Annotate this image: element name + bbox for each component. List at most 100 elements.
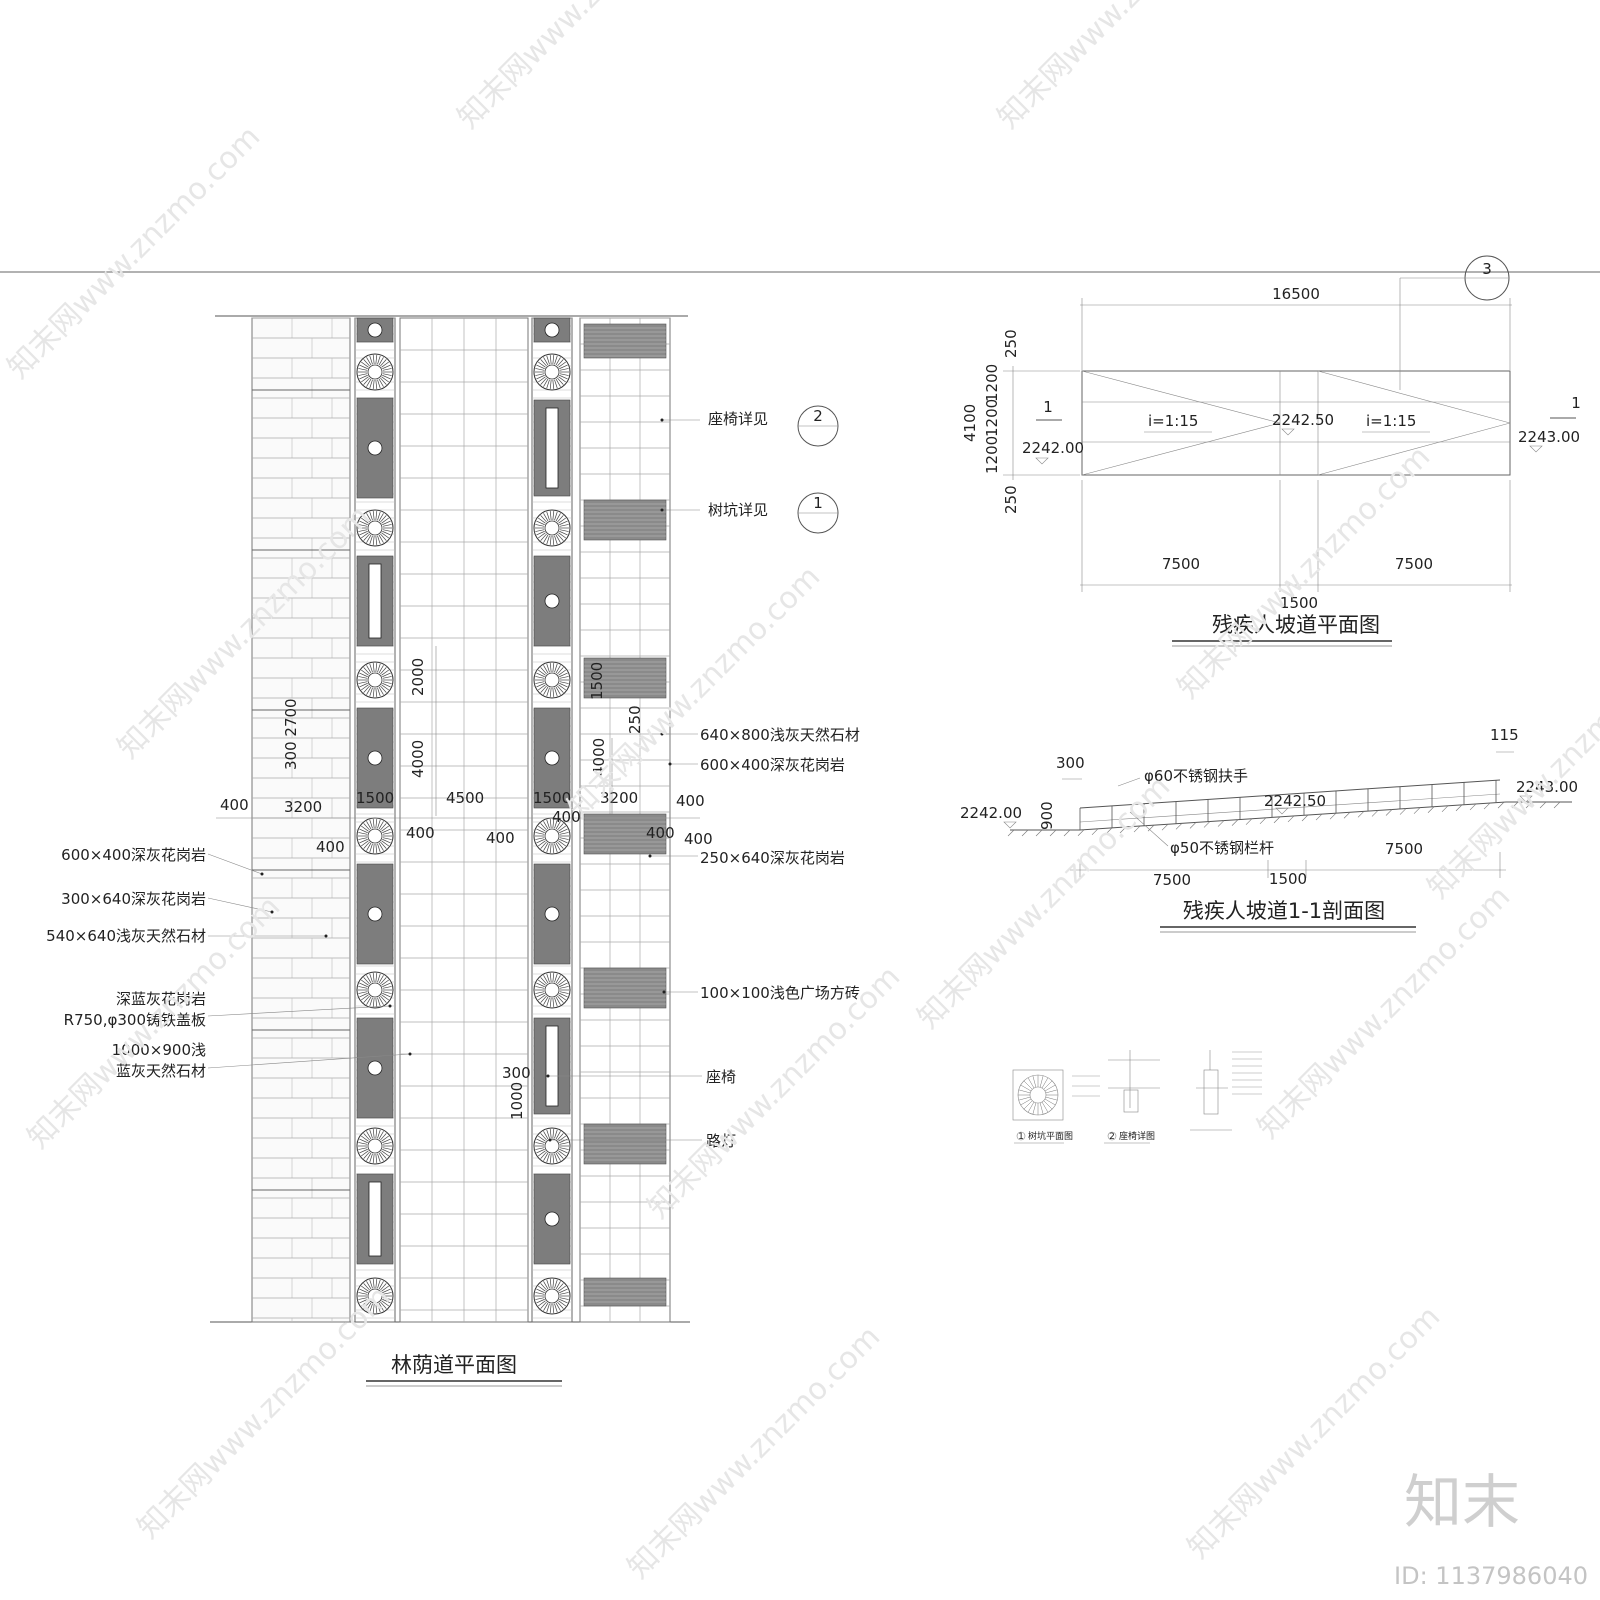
- bench: [368, 563, 382, 639]
- detail-num-2: 2: [1109, 1132, 1115, 1142]
- detail-seat-caption: 座椅详图: [1119, 1130, 1155, 1142]
- dim-3200-left: 3200: [284, 798, 322, 816]
- ramp-bottom-1500: 1500: [1280, 594, 1318, 612]
- ramp-v-250-top: 250: [1002, 329, 1020, 358]
- dim-3200-right: 3200: [600, 789, 638, 807]
- ramp-v-1200-a: 1200: [983, 364, 1001, 402]
- dim-1500-right: 1500: [588, 662, 606, 700]
- lamp: [367, 750, 383, 766]
- dim-4500: 4500: [446, 789, 484, 807]
- watermark-text: 知末网www.znzmo.com: [1, 119, 267, 385]
- ramp-v-1200-c: 1200: [983, 436, 1001, 474]
- label-300x640: 300×640深灰花岗岩: [61, 890, 206, 908]
- hatch-band: [583, 1277, 667, 1307]
- dim-1500-center: 1500: [533, 789, 571, 807]
- dim-400-left-b: 400: [316, 838, 345, 856]
- slope-left: i=1:15: [1148, 412, 1198, 430]
- ramp-plan-title: 残疾人坡道平面图: [1212, 613, 1380, 637]
- brand-logo: 知末: [1404, 1468, 1520, 1536]
- label-pit-detail: 树坑详见: [708, 501, 768, 519]
- watermark-text: 知末网www.znzmo.com: [991, 0, 1257, 136]
- lamp: [367, 322, 383, 338]
- ramp-plan: 16500 3 250 1200 1200 1200 250 4100 1 1 …: [961, 255, 1581, 647]
- dim-400-left-c: 400: [406, 824, 435, 842]
- label-1000x900: 1000×900浅: [112, 1041, 206, 1059]
- lamp: [367, 440, 383, 456]
- label-640x800: 640×800浅灰天然石材: [700, 726, 860, 744]
- dim-400-right: 400: [552, 808, 581, 826]
- ref-pit-number: 1: [813, 494, 823, 512]
- dim-300-2700: 300 2700: [282, 698, 300, 770]
- dim-400-right-c: 400: [646, 824, 675, 842]
- label-handrail: φ60不锈钢扶手: [1144, 767, 1248, 785]
- section-bottom-7500-right: 7500: [1385, 840, 1423, 858]
- label-blue-granite: 深蓝灰花岗岩: [116, 990, 206, 1008]
- dim-400-right-d: 400: [684, 830, 713, 848]
- bench: [368, 1181, 382, 1257]
- label-railing: φ50不锈钢栏杆: [1170, 839, 1274, 857]
- ramp-overall-height: 4100: [961, 404, 979, 442]
- ramp-bottom-7500-left: 7500: [1162, 555, 1200, 573]
- ramp-elev-right: 2243.00: [1518, 428, 1580, 446]
- dim-1000: 1000: [508, 1082, 526, 1120]
- avenue-plan: 林荫道平面图 400 3200 1500 400 400 300 2700 20…: [46, 315, 860, 1387]
- dim-115-section: 115: [1490, 726, 1519, 744]
- label-600x400-left: 600×400深灰花岗岩: [61, 846, 206, 864]
- label-seat-detail: 座椅详见: [708, 410, 768, 428]
- ramp-elev-mid: 2242.50: [1272, 411, 1334, 429]
- dim-300: 300: [502, 1064, 531, 1082]
- detail-pit-caption: 树坑平面图: [1028, 1130, 1073, 1142]
- label-seat: 座椅: [706, 1068, 736, 1086]
- ref-seat-number: 2: [813, 407, 823, 425]
- dim-4000-center: 4000: [409, 740, 427, 778]
- lamp: [544, 906, 560, 922]
- label-r750: R750,φ300铸铁盖板: [64, 1011, 206, 1029]
- lamp: [544, 750, 560, 766]
- label-blue-stone: 蓝灰天然石材: [116, 1062, 206, 1080]
- detail-num-1: 1: [1018, 1132, 1024, 1142]
- small-details: 1 树坑平面图 2 座椅详图: [1012, 1050, 1262, 1144]
- section-mark-left: 1: [1043, 398, 1053, 416]
- label-250x640: 250×640深灰花岗岩: [700, 849, 845, 867]
- label-540x640: 540×640浅灰天然石材: [46, 927, 206, 945]
- watermark-text: 知末网www.znzmo.com: [451, 0, 717, 136]
- dim-2000: 2000: [409, 658, 427, 696]
- label-street-lamp: 路灯: [706, 1132, 736, 1150]
- section-bottom-1500: 1500: [1269, 870, 1307, 888]
- lamp: [367, 906, 383, 922]
- ramp-total-length: 16500: [1272, 285, 1320, 303]
- watermark-text: 知末网www.znzmo.com: [621, 1319, 887, 1585]
- watermark-text: 知末网www.znzmo.com: [1421, 639, 1600, 905]
- dim-900-section: 900: [1038, 801, 1056, 830]
- label-100x100: 100×100浅色广场方砖: [700, 984, 860, 1002]
- dim-400-center: 400: [486, 829, 515, 847]
- ramp-v-1200-b: 1200: [983, 399, 1001, 437]
- section-elev-mid: 2242.50: [1264, 792, 1326, 810]
- hatch-band: [583, 323, 667, 359]
- bench: [545, 407, 559, 489]
- dim-4000-right: 4000: [590, 738, 608, 776]
- brand-id: ID: 1137986040: [1394, 1562, 1588, 1590]
- slope-right: i=1:15: [1366, 412, 1416, 430]
- lamp: [544, 1211, 560, 1227]
- ramp-section: 2242.00 2242.50 2243.00 300 900 115 φ60不…: [960, 726, 1578, 933]
- plan-title: 林荫道平面图: [391, 1353, 517, 1377]
- dim-1500-left: 1500: [356, 789, 394, 807]
- bench: [545, 1025, 559, 1107]
- ramp-ref-number: 3: [1482, 260, 1492, 278]
- ramp-elev-left: 2242.00: [1022, 439, 1084, 457]
- left-stone-band: [251, 317, 351, 1323]
- section-elev-right: 2243.00: [1516, 778, 1578, 796]
- dim-400-left: 400: [220, 796, 249, 814]
- lamp: [544, 322, 560, 338]
- lamp: [367, 1060, 383, 1076]
- section-elev-left: 2242.00: [960, 804, 1022, 822]
- section-mark-right: 1: [1571, 394, 1581, 412]
- ramp-v-250-bottom: 250: [1002, 485, 1020, 514]
- ramp-bottom-7500-right: 7500: [1395, 555, 1433, 573]
- dim-250: 250: [626, 705, 644, 734]
- lamp: [544, 593, 560, 609]
